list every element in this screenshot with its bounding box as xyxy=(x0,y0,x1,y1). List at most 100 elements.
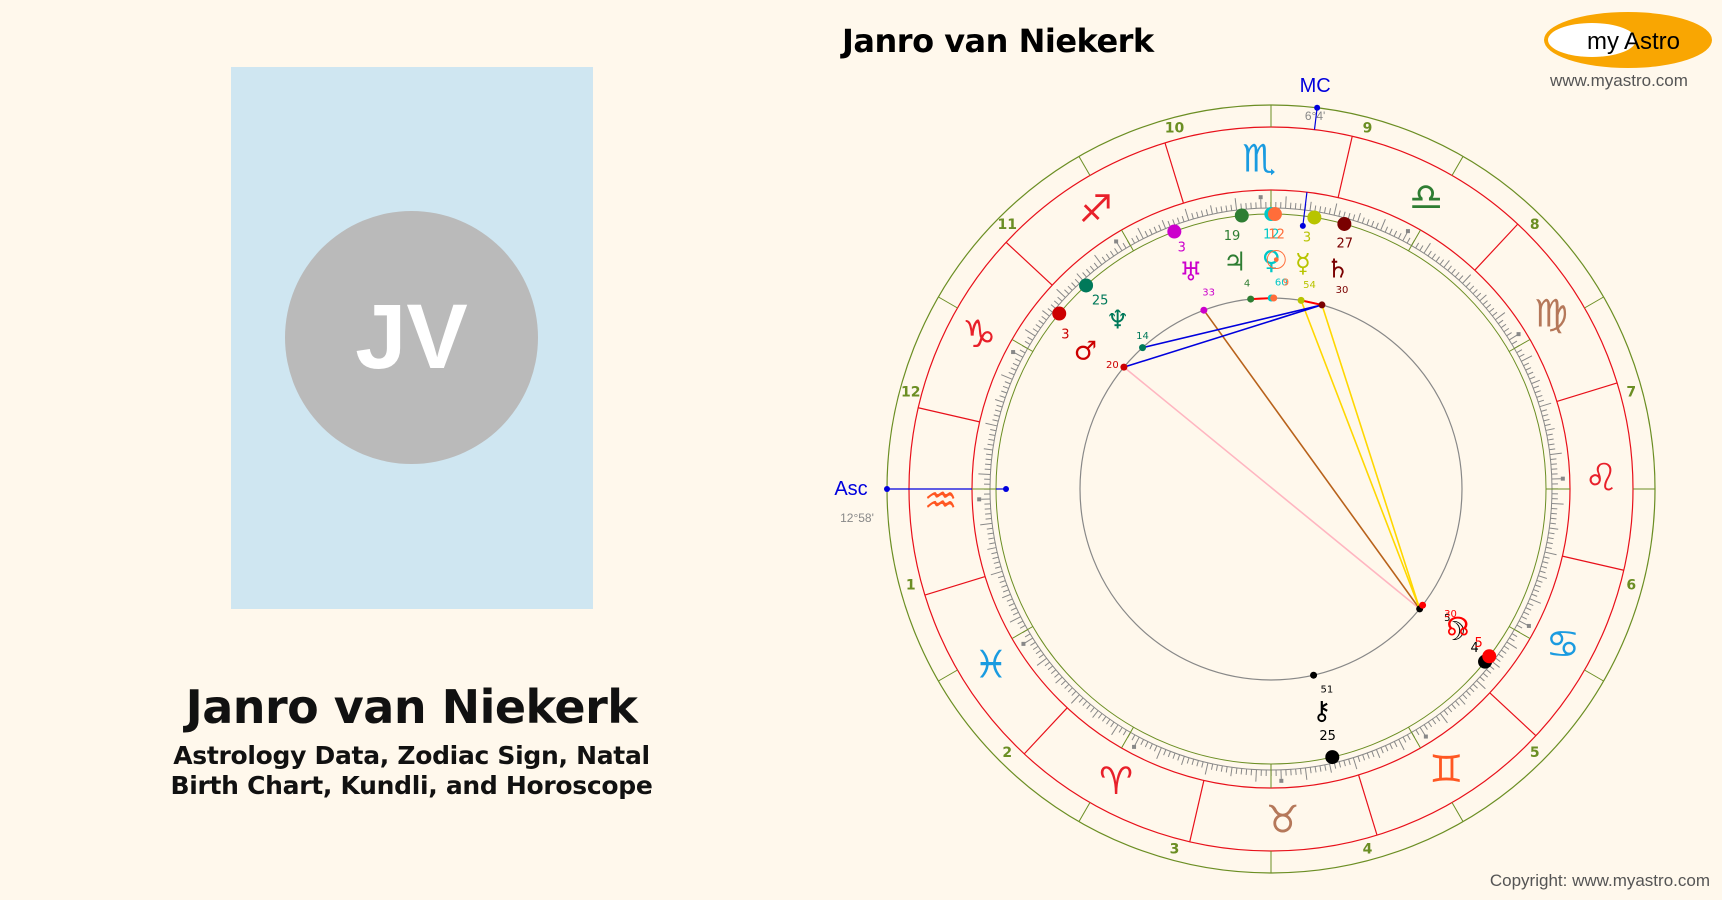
degree-tick xyxy=(1324,764,1327,771)
degree-tick xyxy=(1071,282,1077,288)
degree-tick xyxy=(1024,340,1031,345)
sign-boundary xyxy=(924,575,986,596)
degree-tick xyxy=(1300,768,1302,775)
degree-tick xyxy=(1204,762,1209,775)
degree-tick xyxy=(1516,349,1523,354)
degree-tick xyxy=(1070,694,1080,704)
logo-url[interactable]: www.myastro.com xyxy=(1550,71,1688,90)
aspect-point xyxy=(1139,344,1147,352)
degree-tick xyxy=(1406,734,1411,741)
degree-tick xyxy=(1427,250,1432,257)
degree-tick xyxy=(1371,220,1375,227)
degree-tick xyxy=(1131,237,1136,244)
aspect-point xyxy=(1200,306,1208,314)
degree-tick xyxy=(1419,245,1424,251)
degree-tick xyxy=(1550,512,1557,515)
planet-degree: 27 xyxy=(1336,237,1353,252)
house-cusp-inner xyxy=(1121,726,1134,749)
saturn-glyph-icon: ♄ xyxy=(1326,254,1349,284)
myastro-logo[interactable]: my Astro xyxy=(1542,10,1714,70)
house-cusp-outer xyxy=(1584,669,1604,682)
degree-tick xyxy=(1451,703,1456,710)
degree-tick xyxy=(1008,602,1015,607)
degree-tick xyxy=(1521,355,1533,362)
degree-tick xyxy=(1078,697,1084,703)
house-cusp-outer xyxy=(1078,156,1091,176)
degree-tick xyxy=(1492,311,1498,317)
house-cusp-inner xyxy=(1011,339,1034,352)
mercury-glyph-icon: ☿ xyxy=(1295,249,1311,279)
degree-tick xyxy=(1024,633,1031,638)
degree-tick xyxy=(1102,716,1107,722)
degree-tick xyxy=(1544,551,1557,556)
degree-tick xyxy=(1435,256,1440,262)
degree-tick xyxy=(1415,242,1420,249)
degree-tick xyxy=(1361,217,1365,224)
degree-tick xyxy=(1533,385,1540,389)
degree-tick xyxy=(1380,747,1384,754)
degree-tick xyxy=(992,556,999,560)
degree-tick xyxy=(1196,760,1199,767)
degree-tick xyxy=(1548,443,1555,446)
house-number: 9 xyxy=(1363,121,1373,137)
degree-tick xyxy=(1054,673,1060,678)
degree-tick xyxy=(1036,657,1047,666)
planet-degree: 25 xyxy=(1092,294,1109,309)
decan-marker xyxy=(1516,332,1521,337)
degree-tick xyxy=(1111,724,1119,736)
degree-tick xyxy=(1295,768,1297,775)
degree-tick xyxy=(1116,242,1123,252)
planet-minute: 4 xyxy=(1244,279,1250,290)
degree-tick xyxy=(1389,228,1393,235)
aspect-line-conjunction xyxy=(1300,299,1323,306)
degree-tick xyxy=(1465,690,1471,696)
degree-tick xyxy=(1156,747,1162,759)
degree-tick xyxy=(1529,376,1536,380)
sign-boundary xyxy=(1357,774,1378,836)
aspect-point xyxy=(1318,301,1326,309)
degree-tick xyxy=(993,414,1000,417)
degree-tick xyxy=(1285,196,1287,209)
sign-boundary xyxy=(1005,241,1053,286)
degree-tick xyxy=(1546,433,1553,436)
mc-line-inner xyxy=(1302,192,1308,226)
degree-tick xyxy=(1462,274,1472,284)
degree-tick xyxy=(1550,463,1557,465)
sign-boundary xyxy=(1556,382,1618,403)
degree-tick xyxy=(1538,399,1545,403)
degree-tick xyxy=(1509,637,1515,642)
degree-tick xyxy=(1110,721,1115,728)
copyright: Copyright: www.myastro.com xyxy=(1489,871,1710,890)
degree-tick xyxy=(1225,205,1228,212)
degree-tick xyxy=(999,395,1006,399)
degree-tick xyxy=(992,419,999,422)
degree-tick xyxy=(1057,296,1063,302)
aspect-line-opposition xyxy=(1123,366,1421,610)
degree-tick xyxy=(1105,253,1111,260)
degree-tick xyxy=(1443,260,1450,268)
degree-tick xyxy=(1024,329,1036,337)
degree-tick xyxy=(987,547,997,550)
degree-tick xyxy=(1002,589,1009,593)
planet-minute: 30 xyxy=(1336,285,1349,296)
degree-tick xyxy=(1439,713,1448,724)
degree-tick xyxy=(1393,230,1398,237)
degree-tick xyxy=(988,537,995,540)
degree-tick xyxy=(1230,767,1233,777)
degree-tick xyxy=(1546,541,1553,545)
degree-tick xyxy=(1097,713,1103,719)
degree-tick xyxy=(1549,527,1559,530)
planet-degree: 19 xyxy=(1224,229,1241,244)
degree-tick xyxy=(1549,448,1556,451)
degree-tick xyxy=(1527,602,1534,607)
degree-tick xyxy=(1235,767,1238,774)
degree-tick xyxy=(1047,665,1054,671)
aspect-line-sextile xyxy=(1142,304,1323,349)
degree-tick xyxy=(1001,390,1008,394)
degree-tick xyxy=(1014,352,1024,358)
degree-tick xyxy=(1255,769,1257,782)
degree-tick xyxy=(1319,206,1322,213)
sign-boundary xyxy=(1337,136,1353,198)
degree-tick xyxy=(1210,205,1213,215)
degree-tick xyxy=(978,473,991,475)
